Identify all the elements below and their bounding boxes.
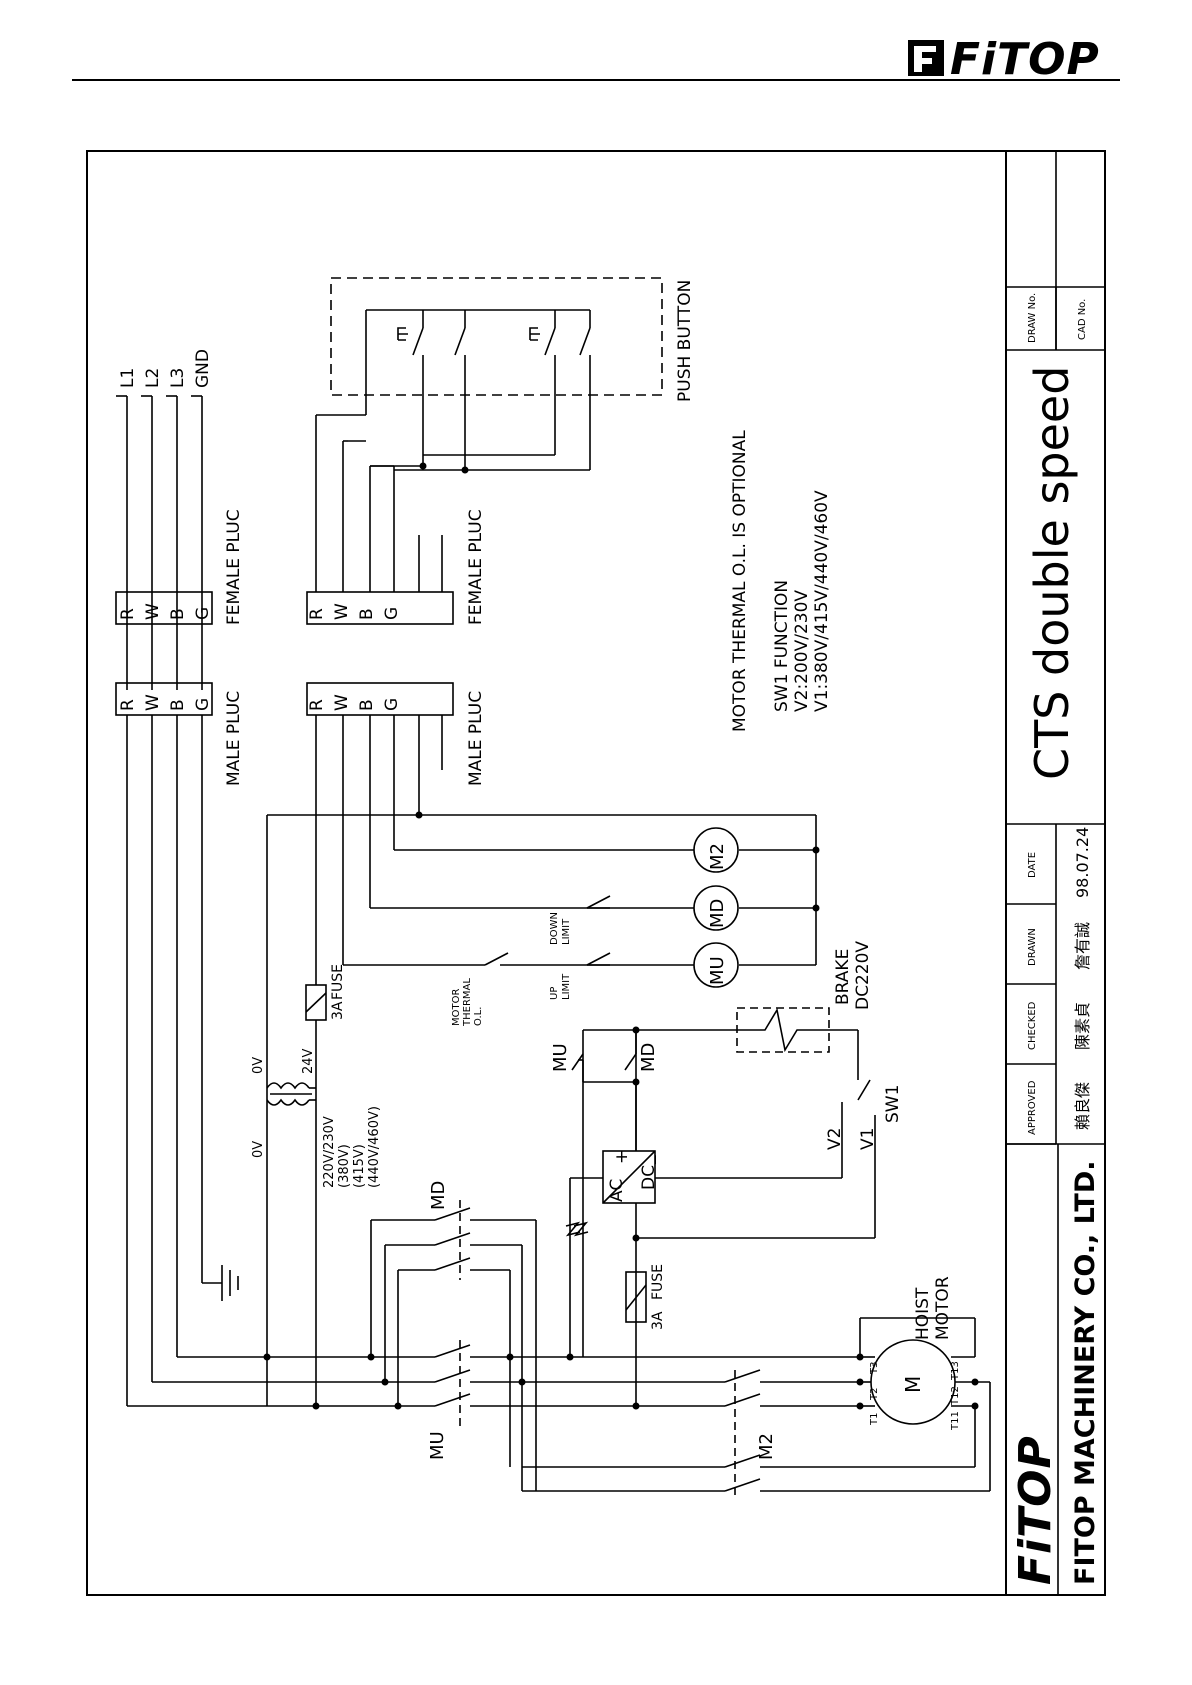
male-plug-1-pin-b: B bbox=[168, 699, 188, 711]
male-plug-1-pin-w: W bbox=[143, 694, 163, 711]
push-button-label: PUSH BUTTON bbox=[675, 280, 695, 402]
terminal-t2: T2 bbox=[869, 1388, 880, 1401]
hoist-motor-label-1: HOIST bbox=[913, 1287, 933, 1340]
company-name: FITOP MACHINERY CO., LTD. bbox=[1070, 1161, 1101, 1586]
male-plug-2-pin-r: R bbox=[307, 699, 327, 711]
coil-md-label: MD bbox=[707, 899, 728, 928]
note-thermal-optional: MOTOR THERMAL O.L. IS OPTIONAL bbox=[730, 430, 750, 732]
female-plug-1-pin-r: R bbox=[118, 608, 138, 620]
female-plug-1-pin-b: B bbox=[168, 608, 188, 620]
female-plug-2-label: FEMALE PLUC bbox=[466, 509, 486, 625]
terminal-t1: T1 bbox=[869, 1413, 880, 1426]
brake-contact-md-label: MD bbox=[638, 1043, 659, 1072]
motor-thermal-label-1: MOTOR bbox=[451, 989, 462, 1026]
up-limit-label-1: UP bbox=[549, 987, 560, 1000]
transformer-primary-4: (440V/460V) bbox=[367, 1106, 382, 1188]
transformer-primary-3: (415V) bbox=[352, 1144, 367, 1188]
female-plug-2-pin-g: G bbox=[382, 607, 402, 620]
sw1-v1-label: V1 bbox=[858, 1128, 878, 1150]
transformer-fuse-rating: 3A bbox=[330, 1001, 346, 1020]
date-label: DATE bbox=[1027, 852, 1038, 878]
sw1-label: SW1 bbox=[883, 1085, 903, 1123]
sheet-border bbox=[86, 150, 1106, 1596]
contactor-md-label: MD bbox=[428, 1181, 449, 1210]
coil-m2-label: M2 bbox=[707, 843, 728, 870]
female-plug-1-label: FEMALE PLUC bbox=[224, 509, 244, 625]
down-limit-label-2: LIMIT bbox=[561, 918, 572, 945]
page-header: FiTOP bbox=[0, 0, 1192, 95]
header-rule bbox=[72, 79, 1120, 81]
rectifier-dc-label: DC bbox=[639, 1165, 659, 1190]
male-plug-2-pin-g: G bbox=[382, 698, 402, 711]
rectifier-minus: _ bbox=[637, 1155, 657, 1165]
female-plug-2-pin-b: B bbox=[357, 608, 377, 620]
sw1-function-v1: V1:380V/415V/440V/460V bbox=[812, 490, 832, 712]
rectifier-ac-label: AC bbox=[607, 1179, 627, 1202]
male-plug-1-pin-r: R bbox=[118, 699, 138, 711]
supply-label-l2: L2 bbox=[143, 368, 163, 388]
approved-label: APPROVED bbox=[1027, 1080, 1038, 1135]
approved-value: 賴良傑 bbox=[1073, 1082, 1092, 1130]
hoist-motor-label-2: MOTOR bbox=[933, 1276, 953, 1340]
down-limit-label-1: DOWN bbox=[549, 912, 560, 945]
brand-name-title-block: FiTOP bbox=[1010, 1435, 1061, 1585]
terminal-t3: T3 bbox=[869, 1362, 880, 1375]
female-plug-2-pin-r: R bbox=[307, 608, 327, 620]
brake-fuse-rating: 3A bbox=[650, 1311, 666, 1330]
contactor-m2-label: M2 bbox=[756, 1433, 777, 1460]
transformer-0v-primary: 0V bbox=[251, 1141, 266, 1158]
checked-value: 陳素貞 bbox=[1073, 1002, 1092, 1050]
brand-name: FiTOP bbox=[950, 36, 1100, 80]
female-plug-2-pin-w: W bbox=[332, 603, 352, 620]
brake-contact-mu-label: MU bbox=[550, 1043, 571, 1072]
drawing-title: CTS double speed bbox=[1025, 366, 1079, 780]
terminal-t11: T11 bbox=[950, 1411, 961, 1431]
checked-label: CHECKED bbox=[1027, 1001, 1038, 1050]
supply-label-l1: L1 bbox=[118, 368, 138, 388]
brake-fuse-label: FUSE bbox=[650, 1264, 666, 1300]
female-plug-1-pin-g: G bbox=[193, 607, 213, 620]
contactor-mu-label: MU bbox=[427, 1431, 448, 1460]
male-plug-1-label: MALE PLUC bbox=[224, 691, 244, 786]
brake-voltage-label: DC220V bbox=[853, 941, 873, 1010]
transformer-24v: 24V bbox=[301, 1048, 316, 1074]
motor-thermal-label-3: O.L. bbox=[473, 1007, 484, 1026]
date-value: 98.07.24 bbox=[1073, 827, 1092, 898]
female-plug-1-pin-w: W bbox=[143, 603, 163, 620]
transformer-primary-2: (380V) bbox=[337, 1144, 352, 1188]
supply-label-l3: L3 bbox=[168, 368, 188, 388]
brake-label: BRAKE bbox=[833, 949, 853, 1005]
male-plug-2-pin-w: W bbox=[332, 694, 352, 711]
motor-symbol-label: M bbox=[901, 1376, 925, 1393]
terminal-t13: T13 bbox=[950, 1361, 961, 1381]
rectifier-plus: + bbox=[612, 1150, 632, 1164]
fitop-logo-icon: FiTOP bbox=[908, 36, 1100, 80]
draw-no-label: DRAW No. bbox=[1027, 293, 1038, 343]
sw1-function-title: SW1 FUNCTION bbox=[772, 580, 792, 712]
male-plug-2-pin-b: B bbox=[357, 699, 377, 711]
sw1-function-v2: V2:200V/230V bbox=[792, 590, 812, 712]
terminal-t12: T12 bbox=[950, 1386, 961, 1406]
motor-thermal-label-2: THERMAL bbox=[462, 978, 473, 1027]
cad-no-label: CAD No. bbox=[1077, 299, 1088, 340]
transformer-primary-1: 220V/230V bbox=[322, 1116, 337, 1188]
brand-logo-top: FiTOP bbox=[906, 36, 1116, 80]
male-plug-2-label: MALE PLUC bbox=[466, 691, 486, 786]
supply-label-gnd: GND bbox=[193, 349, 213, 388]
sw1-v2-label: V2 bbox=[825, 1128, 845, 1150]
coil-mu-label: MU bbox=[707, 956, 728, 985]
drawn-value: 詹有誠 bbox=[1073, 922, 1092, 970]
transformer-fuse-label: FUSE bbox=[330, 964, 346, 1000]
up-limit-label-2: LIMIT bbox=[561, 973, 572, 1000]
transformer-0v-secondary: 0V bbox=[251, 1057, 266, 1074]
male-plug-1-pin-g: G bbox=[193, 698, 213, 711]
drawn-label: DRAWN bbox=[1027, 928, 1038, 966]
